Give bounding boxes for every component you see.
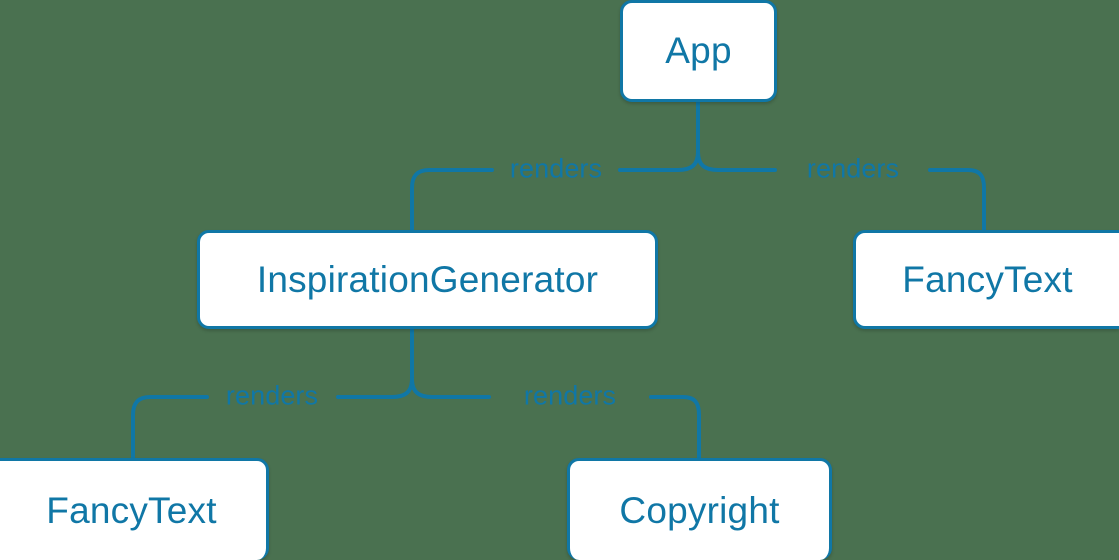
node-inspiration-generator-label: InspirationGenerator: [256, 258, 599, 300]
node-inspiration-generator[interactable]: InspirationGenerator: [197, 230, 658, 329]
edge-label-app-to-fancytext-right: renders: [806, 153, 900, 184]
edge-app-to-fancytext-right: [696, 150, 986, 232]
node-copyright-label: Copyright: [619, 489, 780, 531]
node-fancytext-left-label: FancyText: [46, 489, 217, 531]
node-copyright[interactable]: Copyright: [567, 458, 832, 560]
node-fancytext-right-label: FancyText: [902, 258, 1073, 300]
edge-label-inspirationgenerator-to-fancytext-left: renders: [225, 380, 319, 411]
edge-label-app-to-inspirationgenerator: renders: [509, 153, 603, 184]
node-fancytext-right[interactable]: FancyText: [853, 230, 1119, 329]
node-app-label: App: [665, 30, 732, 71]
edge-label-inspirationgenerator-to-copyright: renders: [523, 380, 617, 411]
node-app[interactable]: App: [620, 0, 777, 102]
node-fancytext-left[interactable]: FancyText: [0, 458, 269, 560]
edge-inspirationgenerator-to-copyright: [410, 377, 701, 460]
